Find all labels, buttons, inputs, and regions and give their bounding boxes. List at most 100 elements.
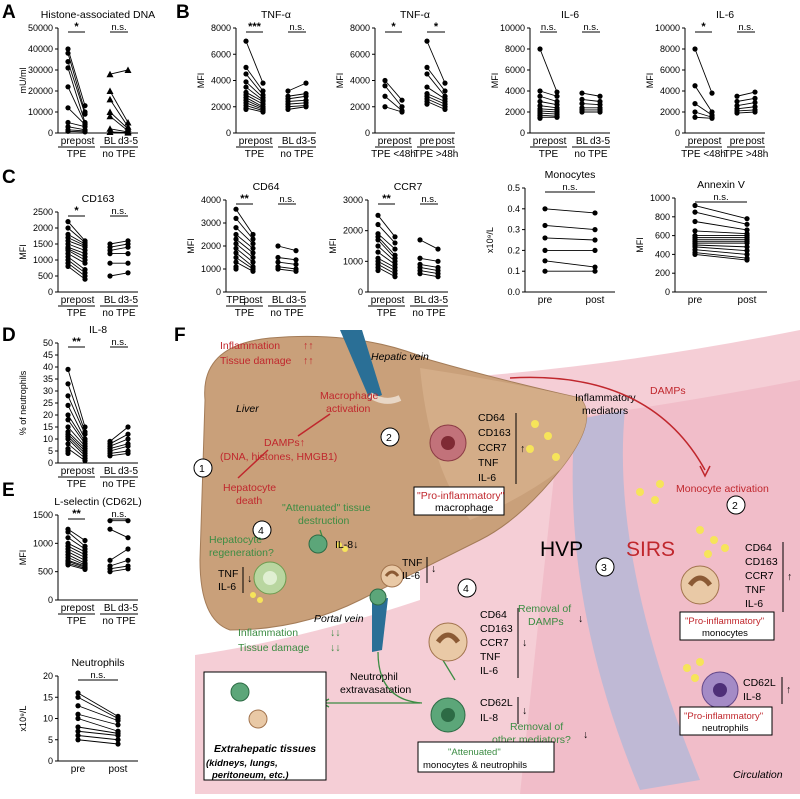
- point-e2-1-6: [115, 732, 121, 739]
- y-label-b3: MFI: [490, 73, 500, 89]
- point-b4-2-5: [734, 110, 740, 116]
- point-b4-0-4: [692, 114, 698, 120]
- chart-title-c1: CD163: [82, 193, 115, 205]
- attenuated-monocyte-icon: [428, 622, 468, 662]
- pair-line-b1-2-3: [287, 99, 307, 102]
- x-tick-label-d-1: post: [76, 466, 95, 477]
- point-d-0-10: [65, 436, 71, 442]
- pair-line-c5-0-0: [694, 205, 748, 220]
- sig-label-a-1: n.s.: [111, 22, 126, 33]
- point-c5-1-1: [744, 221, 750, 227]
- sig-label-c1-0: *: [74, 205, 79, 217]
- pair-line-d-2-2: [109, 438, 129, 447]
- point-b2-3-0: [442, 80, 448, 86]
- point-c2-0-5: [233, 241, 239, 247]
- point-c4-1-1: [592, 227, 598, 233]
- macrophage-activation-1: Macrophage: [320, 390, 379, 402]
- pair-line-b1-0-3: [245, 81, 264, 98]
- point-a-1-2: [82, 111, 88, 117]
- pair-line-c3-0-5: [377, 245, 396, 262]
- pro-neu-label-2: neutrophils: [702, 723, 749, 734]
- svg-text:↑: ↑: [787, 571, 792, 583]
- pair-line-d-2-1: [109, 433, 129, 445]
- point-e2-0-5: [75, 724, 81, 730]
- group-label-b3-1: no TPE: [574, 149, 607, 160]
- svg-text:CCR7: CCR7: [478, 442, 507, 454]
- point-b1-1-1: [260, 88, 266, 94]
- chart-title-b3: IL-6: [561, 9, 579, 21]
- pair-line-a-2-1: [109, 90, 129, 123]
- pro-neu-label-1: "Pro-inflammatory": [684, 711, 763, 722]
- point-c1-1-9: [82, 260, 88, 266]
- att-box: [417, 741, 555, 773]
- group-label-b3-0: TPE: [539, 149, 559, 160]
- pair-line-c2-0-9: [235, 261, 254, 272]
- chart-title-e1: L-selectin (CD62L): [54, 496, 142, 508]
- y-tick-label-c3-3: 3000: [343, 195, 363, 205]
- point-e1-3-3: [125, 557, 131, 563]
- point-c2-2-0: [275, 243, 281, 249]
- svg-text:↓: ↓: [431, 563, 436, 575]
- svg-text:2: 2: [732, 500, 738, 512]
- pair-line-d-2-0: [109, 426, 129, 442]
- y-tick-label-b4-2: 4000: [660, 86, 680, 96]
- sig-label-e1-1: n.s.: [111, 509, 126, 520]
- point-e1-2-5: [107, 569, 113, 575]
- pair-line-c1-0-2: [67, 234, 86, 245]
- point-c3-3-5: [435, 274, 441, 280]
- point-b1-0-1: [243, 64, 249, 70]
- point-c2-1-3: [250, 245, 256, 251]
- group-label-b4-0: TPE <48h: [681, 149, 726, 160]
- charts: Histone-associated DNA010000200003000040…: [18, 9, 768, 775]
- pair-line-e1-0-10: [67, 561, 86, 568]
- pair-line-b1-0-8: [245, 99, 264, 109]
- point-b2-1-0: [399, 97, 405, 103]
- pair-line-d-0-8: [67, 433, 86, 452]
- point-a-2-6: [106, 128, 114, 135]
- pair-line-c3-0-6: [377, 251, 396, 265]
- point-a-2-0: [106, 70, 114, 78]
- point-b4-3-5: [752, 109, 758, 115]
- y-tick-label-c1-4: 2000: [33, 223, 53, 233]
- pair-line-b1-2-5: [287, 104, 307, 108]
- pro-neu-markers: CD62L IL-8 ↑: [743, 677, 791, 704]
- pair-line-c5-0-11: [694, 249, 748, 255]
- y-tick-label-c5-0: 0: [665, 287, 670, 297]
- pair-line-b3-0-2: [539, 95, 558, 102]
- y-tick-label-b1-1: 2000: [211, 102, 231, 112]
- svg-text:CD64: CD64: [480, 609, 507, 621]
- point-b1-2-0: [285, 88, 291, 94]
- attenuated-tissue-2: destruction: [298, 515, 350, 527]
- pair-line-d-0-10: [67, 438, 86, 457]
- y-tick-label-e1-1: 500: [38, 567, 53, 577]
- y-tick-label-c4-5: 0.5: [507, 183, 520, 193]
- pair-line-c3-0-1: [377, 224, 396, 244]
- pair-line-c4-0-4: [544, 260, 596, 268]
- attenuated-tissue-1: "Attenuated" tissue: [282, 502, 371, 514]
- att-label-2: monocytes & neutrophils: [423, 760, 527, 771]
- pair-line-c5-0-13: [694, 253, 748, 261]
- pair-line-b3-0-4: [539, 105, 558, 109]
- pair-line-a-0-0: [67, 48, 86, 106]
- point-a-0-9: [65, 128, 71, 134]
- pair-line-c3-0-4: [377, 239, 396, 259]
- point-e2-1-8: [115, 741, 121, 747]
- pair-line-c3-2-2: [419, 263, 439, 268]
- sig-label-c4-0: n.s.: [562, 182, 577, 193]
- point-d-0-1: [65, 381, 71, 387]
- point-c1-2-3: [107, 251, 113, 257]
- pair-line-e2-0-3: [77, 713, 119, 726]
- macrophage-activation-2: activation: [326, 403, 371, 415]
- point-d-3-2: [125, 436, 131, 442]
- point-a-0-3: [65, 65, 71, 71]
- monocyte-liver-icon: [380, 564, 404, 588]
- point-c3-3-0: [435, 246, 441, 252]
- svg-text:TNF: TNF: [745, 584, 765, 596]
- point-b2-2-2: [424, 71, 430, 77]
- point-c2-1-6: [250, 259, 256, 265]
- pair-line-a-0-6: [67, 122, 86, 128]
- sig-label-b2-0: *: [391, 21, 396, 33]
- y-tick-label-e2-2: 10: [43, 714, 53, 724]
- pair-line-b1-0-5: [245, 91, 264, 102]
- step-3-badge: 3: [595, 557, 615, 577]
